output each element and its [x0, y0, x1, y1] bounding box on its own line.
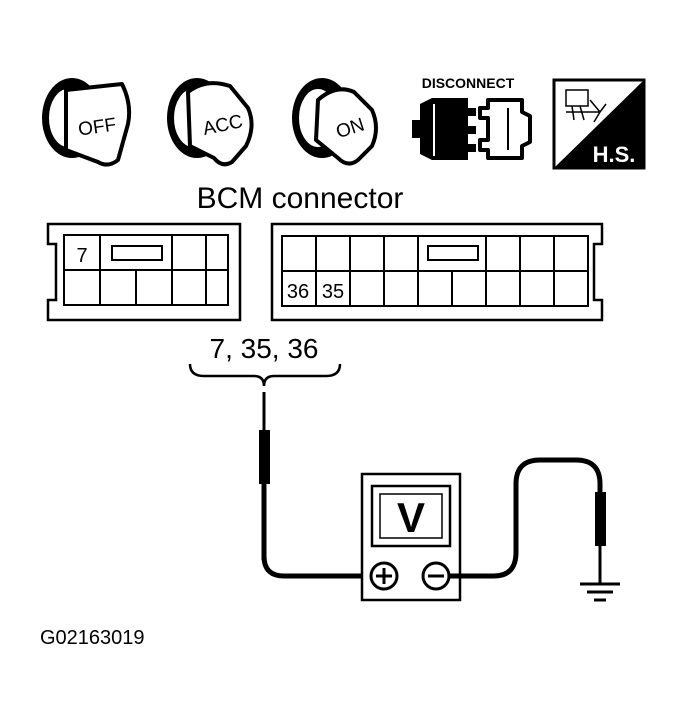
- positive-lead-wire: [261, 555, 366, 579]
- right-block-pin-35: 35: [322, 281, 344, 303]
- harness-side-icon: H.S.: [552, 78, 646, 170]
- left-block-pin-7: 7: [76, 245, 87, 267]
- negative-terminal-icon: [421, 561, 451, 591]
- negative-probe: [595, 492, 606, 584]
- ground-symbol-icon: [580, 582, 620, 602]
- hs-label: H.S.: [593, 142, 636, 167]
- positive-probe: [259, 392, 270, 560]
- voltmeter: V: [360, 472, 462, 602]
- bcm-connector-left-block: [46, 222, 242, 322]
- positive-terminal-icon: [369, 561, 399, 591]
- terminals-label: 7, 35, 36: [210, 333, 319, 364]
- bcm-connector-right-block: [270, 222, 604, 322]
- ignition-on-icon: ON: [292, 78, 378, 166]
- ignition-acc-icon: ACC: [167, 78, 254, 167]
- terminals-brace: [188, 363, 342, 387]
- connector-title: BCM connector: [197, 182, 404, 215]
- meter-label: V: [397, 494, 425, 541]
- disconnect-icon: DISCONNECT: [412, 75, 532, 160]
- figure-id: G02163019: [40, 627, 145, 649]
- negative-lead-wire: [449, 457, 603, 579]
- ignition-off-icon: OFF: [42, 78, 132, 167]
- right-block-pin-36: 36: [287, 281, 309, 303]
- key-off-label: OFF: [77, 115, 118, 141]
- disconnect-label: DISCONNECT: [422, 75, 515, 91]
